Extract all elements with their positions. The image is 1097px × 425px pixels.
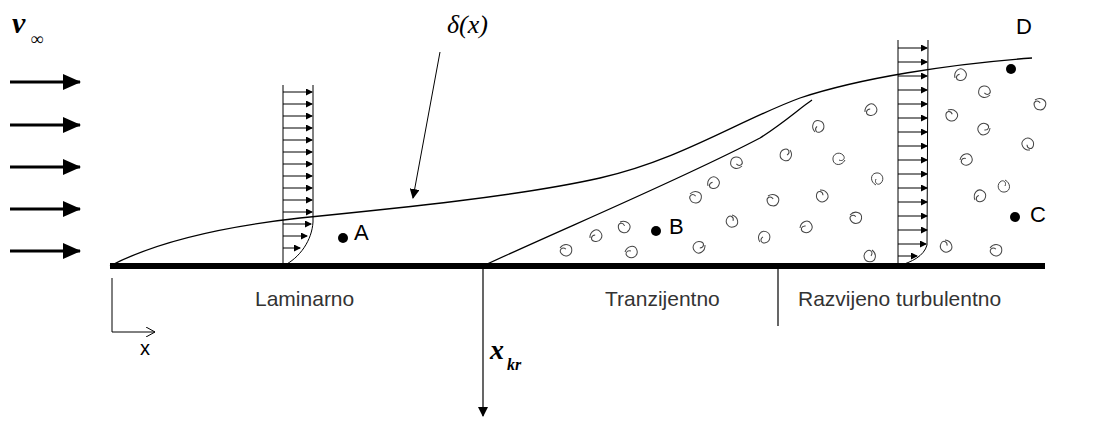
point-label: D (1016, 16, 1032, 38)
velocity-subscript: ∞ (31, 30, 44, 48)
leader-line (413, 52, 440, 198)
point-label: C (1030, 204, 1046, 226)
x-axis-symbol (112, 278, 155, 332)
point-label: B (669, 216, 684, 238)
region-label: Laminarno (255, 288, 354, 309)
critical-position-arrow (482, 266, 483, 416)
thickness-label: δ(x) (447, 12, 488, 38)
critical-position-subscript: kr (507, 357, 521, 373)
point-markers (338, 64, 1020, 243)
turbulent-velocity-profile (898, 40, 928, 266)
point-label: A (354, 222, 369, 244)
region-label: Tranzijentno (605, 288, 720, 309)
free-stream-arrows (10, 82, 80, 251)
transition-curve (483, 100, 812, 266)
region-separator (777, 266, 778, 326)
axis-label: x (140, 338, 150, 358)
turbulent-eddies (559, 67, 1048, 263)
critical-position-symbol: x (490, 336, 504, 364)
region-label: Razvijeno turbulentno (798, 288, 1001, 309)
boundary-layer-edge (110, 58, 1032, 266)
velocity-symbol: v (12, 8, 25, 38)
laminar-velocity-profile (283, 85, 313, 266)
